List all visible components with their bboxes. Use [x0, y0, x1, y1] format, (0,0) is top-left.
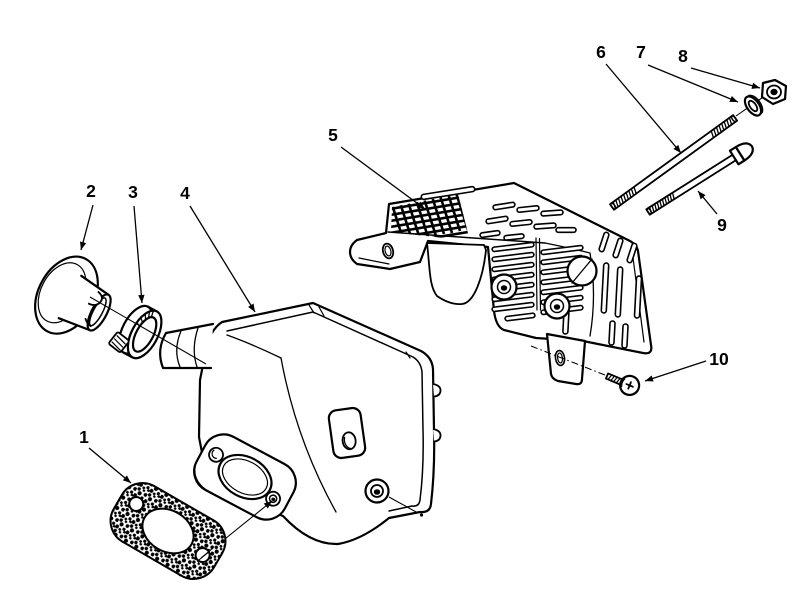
part-gasket	[109, 482, 227, 580]
shield-port-hole	[566, 255, 598, 287]
part-screw	[605, 372, 641, 397]
part-bolt	[645, 142, 754, 216]
shield-rib	[535, 237, 542, 311]
callout-6: 6	[596, 42, 682, 154]
callout-2: 2	[79, 181, 96, 251]
muffler-seam-tick	[308, 304, 411, 359]
muffler-flange	[193, 433, 297, 521]
callout-7: 7	[636, 42, 739, 103]
callout-3-label: 3	[128, 182, 138, 202]
callout-5-label: 5	[328, 125, 338, 145]
alignment-centerline-overlay	[200, 547, 214, 559]
part-washer	[743, 94, 764, 117]
callouts: 1 2 3 4 5 6 7 8	[79, 42, 761, 484]
assembly-centerline	[89, 296, 207, 365]
callout-1: 1	[79, 427, 132, 484]
screw-centerline	[530, 345, 606, 376]
muffler-seam-inner	[226, 311, 424, 512]
callout-4: 4	[180, 183, 256, 313]
shield-arm	[358, 242, 395, 265]
muffler-rivet-bump	[432, 428, 442, 443]
part-heat-shield	[348, 181, 653, 386]
shield-flap	[426, 242, 487, 305]
muffler-outline	[197, 301, 436, 546]
clamp-worm-housing	[108, 331, 130, 353]
part-exhaust-deflector	[34, 255, 112, 335]
muffler-top-fold	[226, 334, 282, 359]
callout-9-label: 9	[717, 215, 727, 235]
callout-9: 9	[697, 190, 727, 235]
muffler-outlet-snout	[159, 322, 215, 370]
part-clamp	[108, 304, 163, 360]
callout-3: 3	[128, 182, 145, 304]
callout-8-label: 8	[678, 46, 688, 66]
bolt-head	[734, 142, 754, 162]
part-stud	[609, 114, 739, 211]
callout-10: 10	[644, 349, 729, 382]
callout-7-label: 7	[636, 42, 646, 62]
muffler-front-crease	[280, 357, 337, 513]
callout-5: 5	[328, 125, 426, 210]
muffler-rivet-bump	[432, 383, 442, 398]
mesh-pattern	[391, 194, 470, 241]
callout-8: 8	[678, 46, 761, 89]
shield-boss	[543, 292, 571, 320]
part-muffler-body	[159, 301, 442, 546]
muffler-plate	[327, 406, 367, 460]
callout-4-label: 4	[180, 183, 190, 203]
muffler-boss	[364, 478, 424, 517]
callout-6-label: 6	[596, 42, 606, 62]
shield-tab	[545, 332, 587, 386]
shield-roof-slots	[420, 185, 577, 241]
part-nut	[760, 78, 788, 106]
shield-side-slots	[562, 231, 643, 349]
callout-2-label: 2	[86, 181, 96, 201]
gasket-body	[109, 482, 227, 580]
callout-1-label: 1	[79, 427, 89, 447]
shield-boss	[490, 273, 518, 301]
callout-10-label: 10	[709, 349, 729, 369]
